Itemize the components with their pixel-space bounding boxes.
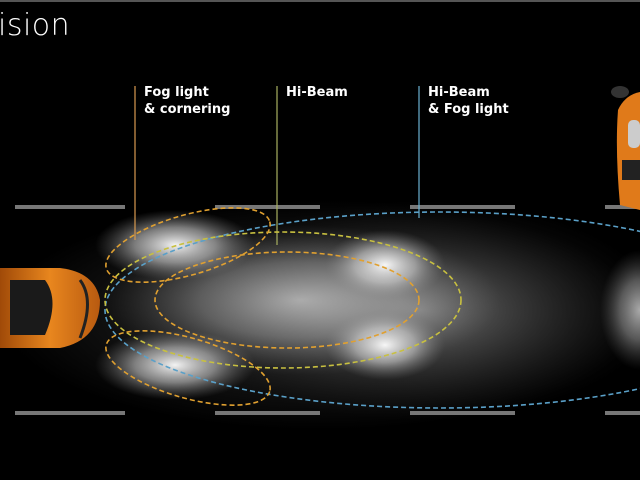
fog-label-line1: Fog light: [144, 85, 209, 100]
hibeam-label-line1: Hi-Beam: [286, 85, 348, 100]
low-beam-outline: [154, 251, 420, 349]
top-border: [0, 0, 640, 2]
glow-spot: [325, 310, 445, 380]
hibeam-fog-label: Hi-Beam & Fog light: [428, 84, 509, 118]
oncoming-car: [611, 86, 640, 210]
hibeam-fog-label-line2: & Fog light: [428, 102, 509, 117]
hibeam-outline: [104, 231, 462, 369]
fog-upper-outline: [105, 207, 271, 283]
fog-lower-glow: [95, 330, 255, 400]
hibeam-label: Hi-Beam: [286, 84, 348, 101]
hibeam-fog-outline: [104, 211, 640, 409]
fog-label: Fog light & cornering: [144, 84, 230, 118]
hibeam-fog-label-line1: Hi-Beam: [428, 85, 490, 100]
fog-label-line2: & cornering: [144, 102, 231, 117]
car-top-view: [0, 268, 100, 348]
glow-spot: [325, 230, 445, 300]
fog-lower-outline: [105, 330, 271, 406]
lane-markings: [15, 205, 640, 415]
page-title: ision: [0, 8, 71, 43]
far-glow: [600, 250, 640, 370]
